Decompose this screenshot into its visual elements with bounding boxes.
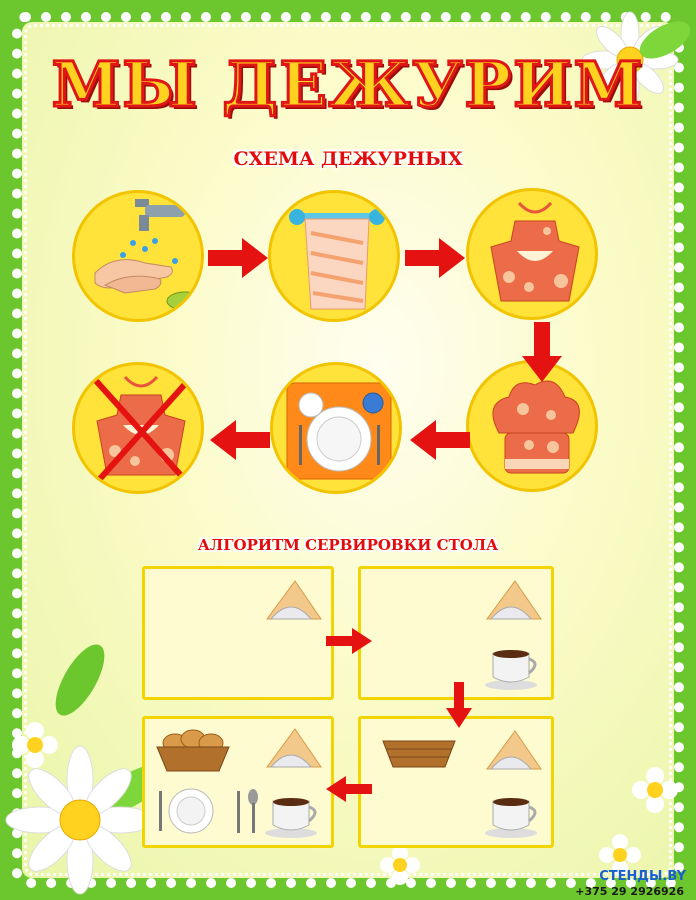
scheme-heading: СХЕМА ДЕЖУРНЫХ: [233, 148, 463, 170]
napkin-holder-icon: [266, 580, 322, 620]
lace-border-inner: [24, 24, 672, 876]
daisy-icon: [12, 722, 58, 768]
towel-icon: [289, 209, 385, 310]
cup-icon: [485, 650, 537, 690]
algorithm-step-1: [142, 566, 334, 700]
algorithm-step-3: [358, 716, 554, 848]
wash-hands-icon: [94, 199, 201, 311]
brand-logo: СТЕНДЫ.BY: [599, 869, 686, 884]
arrow-left-icon: [326, 776, 372, 802]
arrow-down-icon: [522, 322, 562, 382]
step-apron-off: [72, 362, 204, 494]
cup-icon: [485, 798, 537, 838]
napkin-holder-icon: [266, 728, 322, 768]
arrow-right-icon: [326, 628, 372, 654]
arrow-down-icon: [446, 682, 472, 728]
lace-border: [12, 12, 684, 888]
chef-hat-icon: [492, 380, 580, 474]
step-table-setting: [270, 362, 402, 494]
step-wash-hands: [72, 190, 204, 322]
table-setting-icon: [286, 382, 392, 480]
algorithm-step-2: [358, 566, 554, 700]
algorithm-step-4: [142, 716, 334, 848]
daisy-icon: [632, 767, 678, 813]
napkin-holder-icon: [486, 580, 542, 620]
apron-icon: [490, 201, 580, 302]
bread-basket-icon: [156, 729, 230, 772]
leaf-icon: [639, 21, 691, 59]
plate-icon: [159, 788, 214, 834]
algorithm-heading: АЛГОРИТМ СЕРВИРОВКИ СТОЛА: [197, 536, 499, 554]
leaf-icon: [55, 644, 105, 716]
daisy-icon: [599, 834, 641, 876]
arrow-left-icon: [410, 420, 470, 460]
step-towel: [268, 190, 400, 322]
arrow-left-icon: [210, 420, 270, 460]
arrow-right-icon: [405, 238, 465, 278]
step-chef-hat: [466, 360, 598, 492]
poster-title: МЫ ДЕЖУРИМ: [50, 47, 645, 123]
step-apron: [466, 188, 598, 320]
cutlery-icon: [237, 789, 258, 833]
napkin-holder-icon: [486, 730, 542, 770]
daisy-icon: [380, 845, 420, 885]
daisy-icon: [5, 745, 155, 895]
apron-crossed-icon: [86, 370, 198, 491]
brand-phone: +375 29 2926926: [575, 885, 684, 898]
arrow-right-icon: [208, 238, 268, 278]
cup-icon: [265, 798, 317, 838]
bread-basket-icon: [382, 740, 456, 768]
